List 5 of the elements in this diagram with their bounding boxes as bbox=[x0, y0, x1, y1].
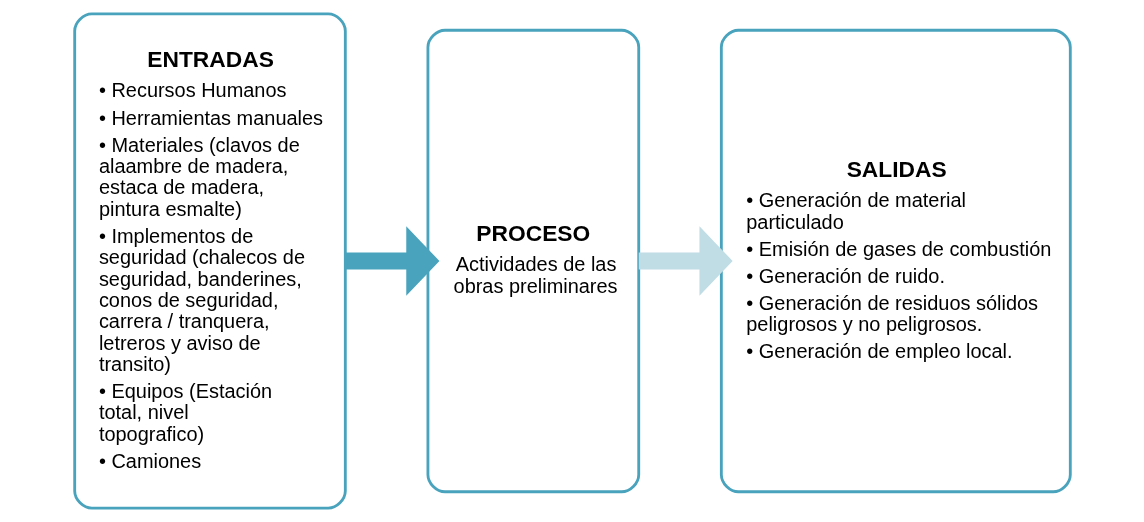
arrow bbox=[638, 226, 733, 296]
node-box: SALIDAS • Generación de material particulado • Emisión de gases de combustión • Generación de ruido. • Generación de residuos sólidos peligrosos y no peligrosos. • Generación de empleo local. bbox=[719, 28, 1072, 494]
node-box: ENTRADAS • Recursos Humanos • Herramientas manuales • Materiales (clavos de alaambre de madera, estaca de madera, pintura esmalte) • Implementos de seguridad (chalecos de seguridad, banderines, conos de seguridad, carrera / tranquera, letreros y aviso de transito) • Equipos (Estación total, nivel topografico) • Camiones bbox=[72, 12, 347, 510]
arrow bbox=[345, 226, 439, 296]
node-box: PROCESO Actividades de las obras preliminares bbox=[426, 28, 640, 494]
